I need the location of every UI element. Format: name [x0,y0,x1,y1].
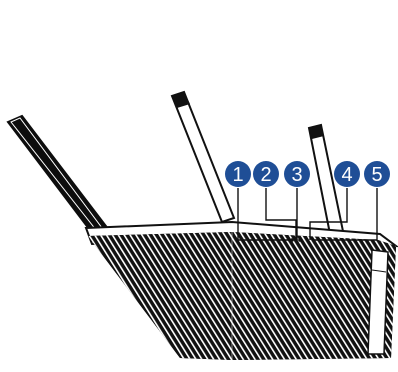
callout-number-3: 3 [291,164,302,186]
callout-number-4: 4 [341,164,352,186]
callout-badge-1: 1 [225,161,251,187]
callout-number-5: 5 [371,164,382,186]
router-body [80,220,398,370]
callout-badge-5: 5 [364,161,390,187]
callout-number-1: 1 [232,164,243,186]
callout-badges: 1 2 3 4 5 [225,161,390,187]
callout-badge-4: 4 [334,161,360,187]
antenna-middle [172,92,234,222]
led-indicators [290,238,302,242]
callout-badge-3: 3 [284,161,310,187]
callout-badge-2: 2 [253,161,279,187]
callout-number-2: 2 [260,164,271,186]
